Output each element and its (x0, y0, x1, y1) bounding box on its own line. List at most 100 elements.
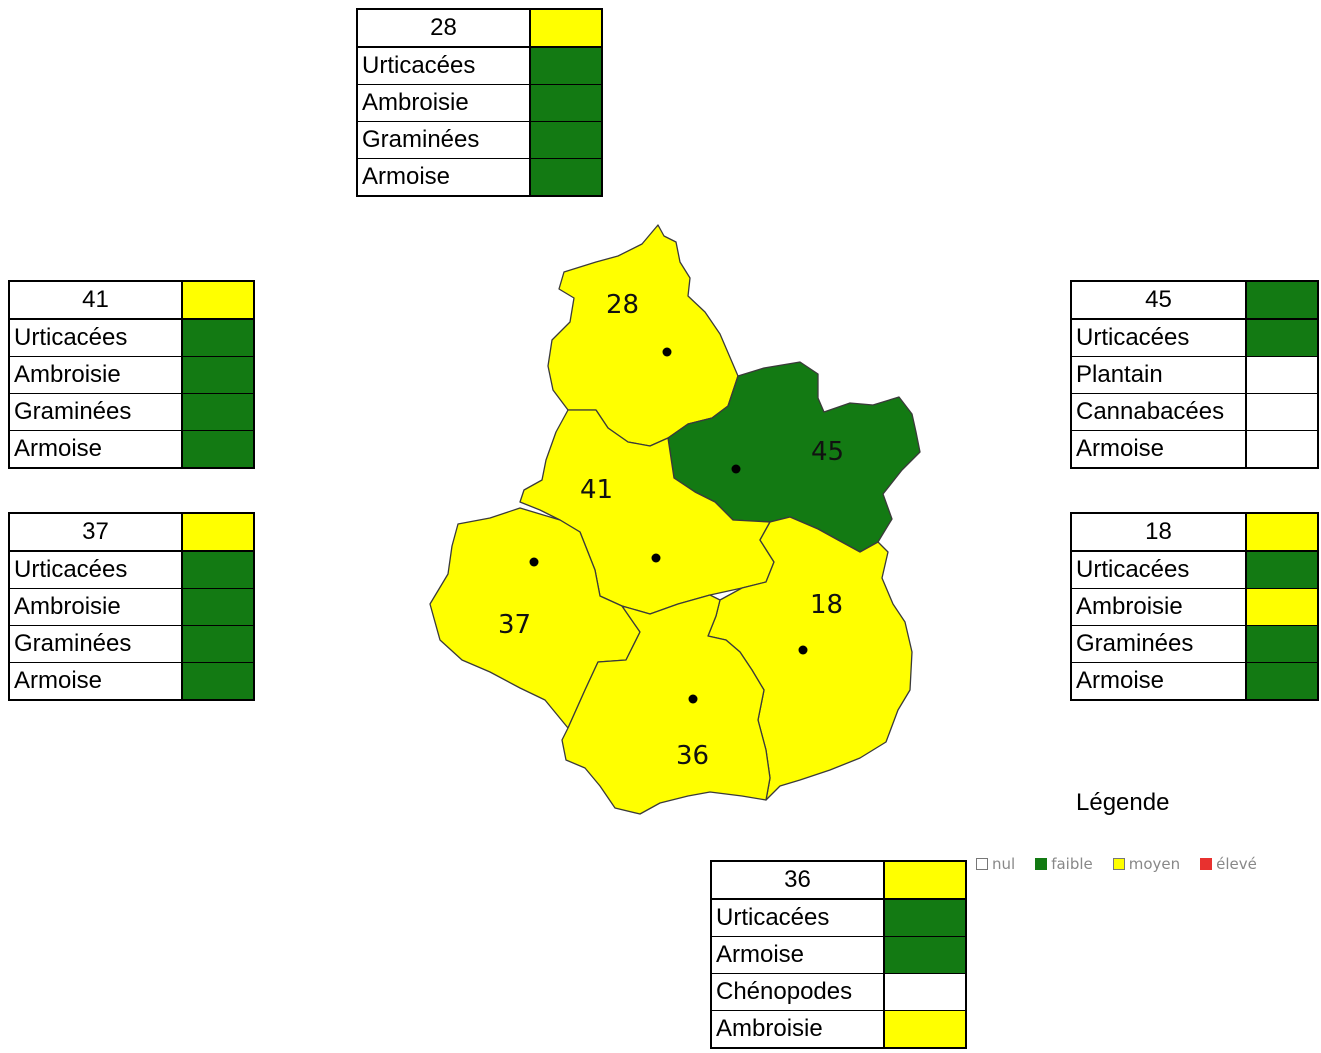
pollen-name: Plantain (1070, 356, 1247, 394)
pollen-level-swatch (1245, 588, 1319, 626)
pollen-level-swatch (181, 662, 255, 701)
pollen-name: Armoise (1070, 662, 1247, 701)
department-37-label: 37 (498, 610, 531, 640)
pollen-name: Chénopodes (710, 973, 885, 1011)
table-row: Ambroisie (356, 84, 603, 122)
pollen-table-45: 45 Urticacées Plantain Cannabacées Armoi… (1070, 280, 1319, 469)
table-header-row: 28 (356, 8, 603, 48)
department-36[interactable]: 36 (561, 594, 771, 815)
pollen-name: Armoise (8, 430, 183, 469)
pollen-name: Ambroisie (8, 588, 183, 626)
table-row: Plantain (1070, 356, 1319, 394)
table-row: Armoise (1070, 430, 1319, 469)
pollen-level-swatch (181, 393, 255, 431)
pollen-name: Urticacées (8, 550, 183, 589)
table-row: Ambroisie (710, 1010, 967, 1049)
table-row: Cannabacées (1070, 393, 1319, 431)
department-45-capital-dot (731, 464, 741, 474)
department-28-capital-dot (662, 347, 672, 357)
pollen-name: Urticacées (8, 318, 183, 357)
pollen-level-swatch (529, 158, 603, 197)
table-row: Armoise (710, 936, 967, 974)
pollen-name: Urticacées (1070, 550, 1247, 589)
pollen-name: Armoise (356, 158, 531, 197)
department-18-capital-dot (798, 645, 808, 655)
pollen-name: Urticacées (356, 46, 531, 85)
pollen-level-swatch (1245, 393, 1319, 431)
pollen-name: Graminées (356, 121, 531, 159)
department-36-label: 36 (676, 741, 709, 771)
table-row: Armoise (356, 158, 603, 197)
table-row: Urticacées (8, 550, 255, 589)
table-row: Armoise (1070, 662, 1319, 701)
department-28-label: 28 (606, 290, 639, 320)
table-row: Ambroisie (1070, 588, 1319, 626)
department-code: 41 (8, 280, 183, 320)
overall-level-swatch (1245, 512, 1319, 552)
table-row: Ambroisie (8, 356, 255, 394)
pollen-name: Ambroisie (356, 84, 531, 122)
department-code: 36 (710, 860, 885, 900)
table-row: Urticacées (1070, 318, 1319, 357)
pollen-name: Urticacées (710, 898, 885, 937)
department-code: 45 (1070, 280, 1247, 320)
pollen-name: Armoise (710, 936, 885, 974)
table-row: Graminées (8, 393, 255, 431)
pollen-level-swatch (883, 973, 967, 1011)
pollen-level-swatch (529, 46, 603, 85)
pollen-level-swatch (1245, 625, 1319, 663)
department-45-label: 45 (811, 437, 844, 467)
pollen-level-swatch (181, 625, 255, 663)
legend-label: élevé (1216, 855, 1257, 873)
legend-swatch-eleve-icon (1200, 858, 1213, 870)
department-41-shape (519, 409, 775, 615)
table-row: Urticacées (710, 898, 967, 937)
pollen-name: Ambroisie (710, 1010, 885, 1049)
legend-swatch-moyen-icon (1112, 858, 1125, 870)
table-header-row: 18 (1070, 512, 1319, 552)
pollen-name: Urticacées (1070, 318, 1247, 357)
overall-level-swatch (181, 512, 255, 552)
pollen-table-28: 28 Urticacées Ambroisie Graminées Armois… (356, 8, 603, 197)
overall-level-swatch (529, 8, 603, 48)
pollen-level-swatch (1245, 318, 1319, 357)
table-row: Graminées (1070, 625, 1319, 663)
table-row: Graminées (356, 121, 603, 159)
pollen-level-swatch (181, 318, 255, 357)
overall-level-swatch (1245, 280, 1319, 320)
pollen-level-swatch (883, 1010, 967, 1049)
department-28[interactable]: 28 (547, 224, 739, 447)
legend-label: nul (992, 855, 1016, 873)
table-header-row: 41 (8, 280, 255, 320)
pollen-table-41: 41 Urticacées Ambroisie Graminées Armois… (8, 280, 255, 469)
department-code: 37 (8, 512, 183, 552)
overall-level-swatch (883, 860, 967, 900)
legend-item-eleve: élevé (1200, 855, 1257, 873)
pollen-name: Graminées (8, 393, 183, 431)
department-36-shape (561, 594, 771, 815)
pollen-table-37: 37 Urticacées Ambroisie Graminées Armois… (8, 512, 255, 701)
legend-item-faible: faible (1035, 855, 1093, 873)
table-row: Graminées (8, 625, 255, 663)
department-41[interactable]: 41 (519, 409, 775, 615)
pollen-level-swatch (1245, 356, 1319, 394)
department-41-label: 41 (580, 475, 613, 505)
overall-level-swatch (181, 280, 255, 320)
pollen-name: Cannabacées (1070, 393, 1247, 431)
legend: nul faible moyen élevé (976, 855, 1257, 873)
pollen-level-swatch (529, 121, 603, 159)
table-row: Urticacées (8, 318, 255, 357)
table-row: Ambroisie (8, 588, 255, 626)
department-45[interactable]: 45 (667, 361, 921, 553)
legend-swatch-faible-icon (1035, 858, 1048, 870)
pollen-name: Ambroisie (8, 356, 183, 394)
pollen-level-swatch (1245, 662, 1319, 701)
pollen-level-swatch (1245, 550, 1319, 589)
pollen-level-swatch (181, 550, 255, 589)
pollen-name: Graminées (8, 625, 183, 663)
pollen-table-18: 18 Urticacées Ambroisie Graminées Armois… (1070, 512, 1319, 701)
pollen-level-swatch (883, 898, 967, 937)
department-code: 28 (356, 8, 531, 48)
legend-swatch-nul-icon (976, 858, 988, 870)
